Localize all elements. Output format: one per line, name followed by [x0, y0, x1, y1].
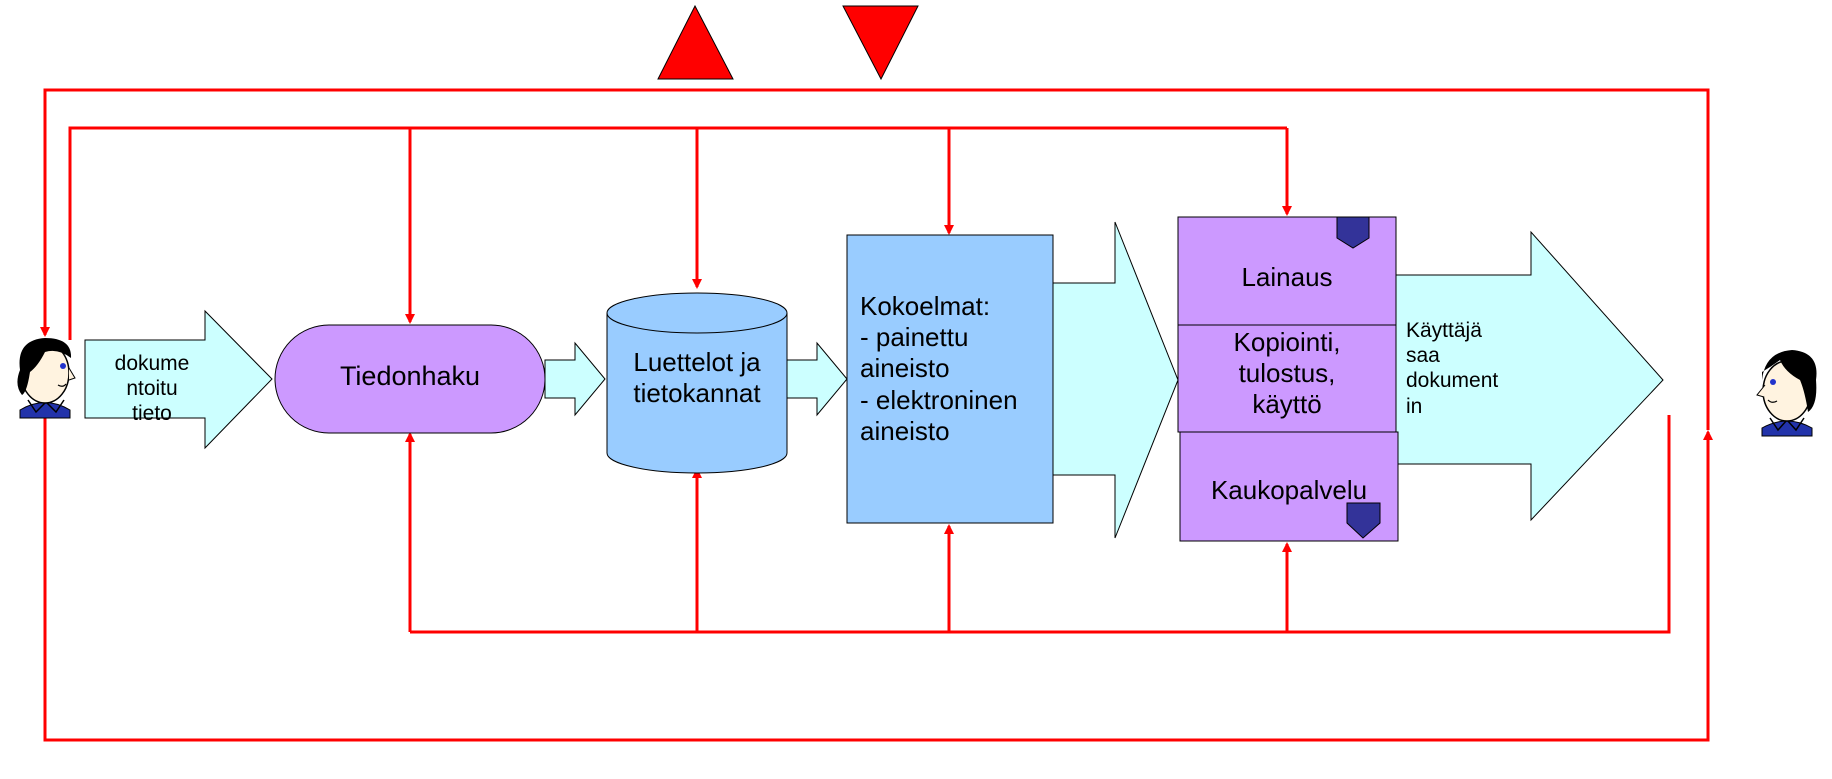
inner-top-lines — [68, 126, 1292, 340]
small-arrow-1 — [544, 341, 606, 417]
up-triangle-icon — [657, 4, 734, 80]
input-label: dokume ntoitu tieto — [114, 352, 190, 425]
inner-bottom-lines — [405, 415, 1671, 634]
bookmark-icon — [1336, 216, 1370, 249]
search-node — [274, 324, 546, 434]
person-icon — [17, 338, 76, 419]
catalog-node — [606, 292, 788, 474]
collections-node — [846, 234, 1054, 524]
copy-box — [1177, 324, 1397, 433]
ill-label: Kaukopalvelu — [1210, 475, 1368, 505]
services-node — [1177, 216, 1399, 542]
input-arrow — [84, 309, 273, 450]
outer-loop — [40, 88, 1713, 742]
collections-label: Kokoelmat: - painettu aineisto - elektro… — [860, 291, 1018, 446]
output-arrow — [1395, 230, 1664, 522]
bookmark-icon — [1346, 502, 1381, 539]
search-label: Tiedonhaku — [339, 361, 481, 391]
down-triangle-icon — [842, 5, 919, 81]
loan-label: Lainaus — [1241, 262, 1333, 292]
copy-label: Kopiointi, tulostus, käyttö — [1233, 327, 1341, 420]
small-arrow-2 — [786, 341, 848, 417]
collections-arrow — [1052, 221, 1179, 539]
person-icon — [1756, 350, 1817, 437]
catalog-label: Luettelot ja tietokannat — [633, 347, 761, 408]
output-label: Käyttäjä saa dokument in — [1406, 319, 1499, 418]
